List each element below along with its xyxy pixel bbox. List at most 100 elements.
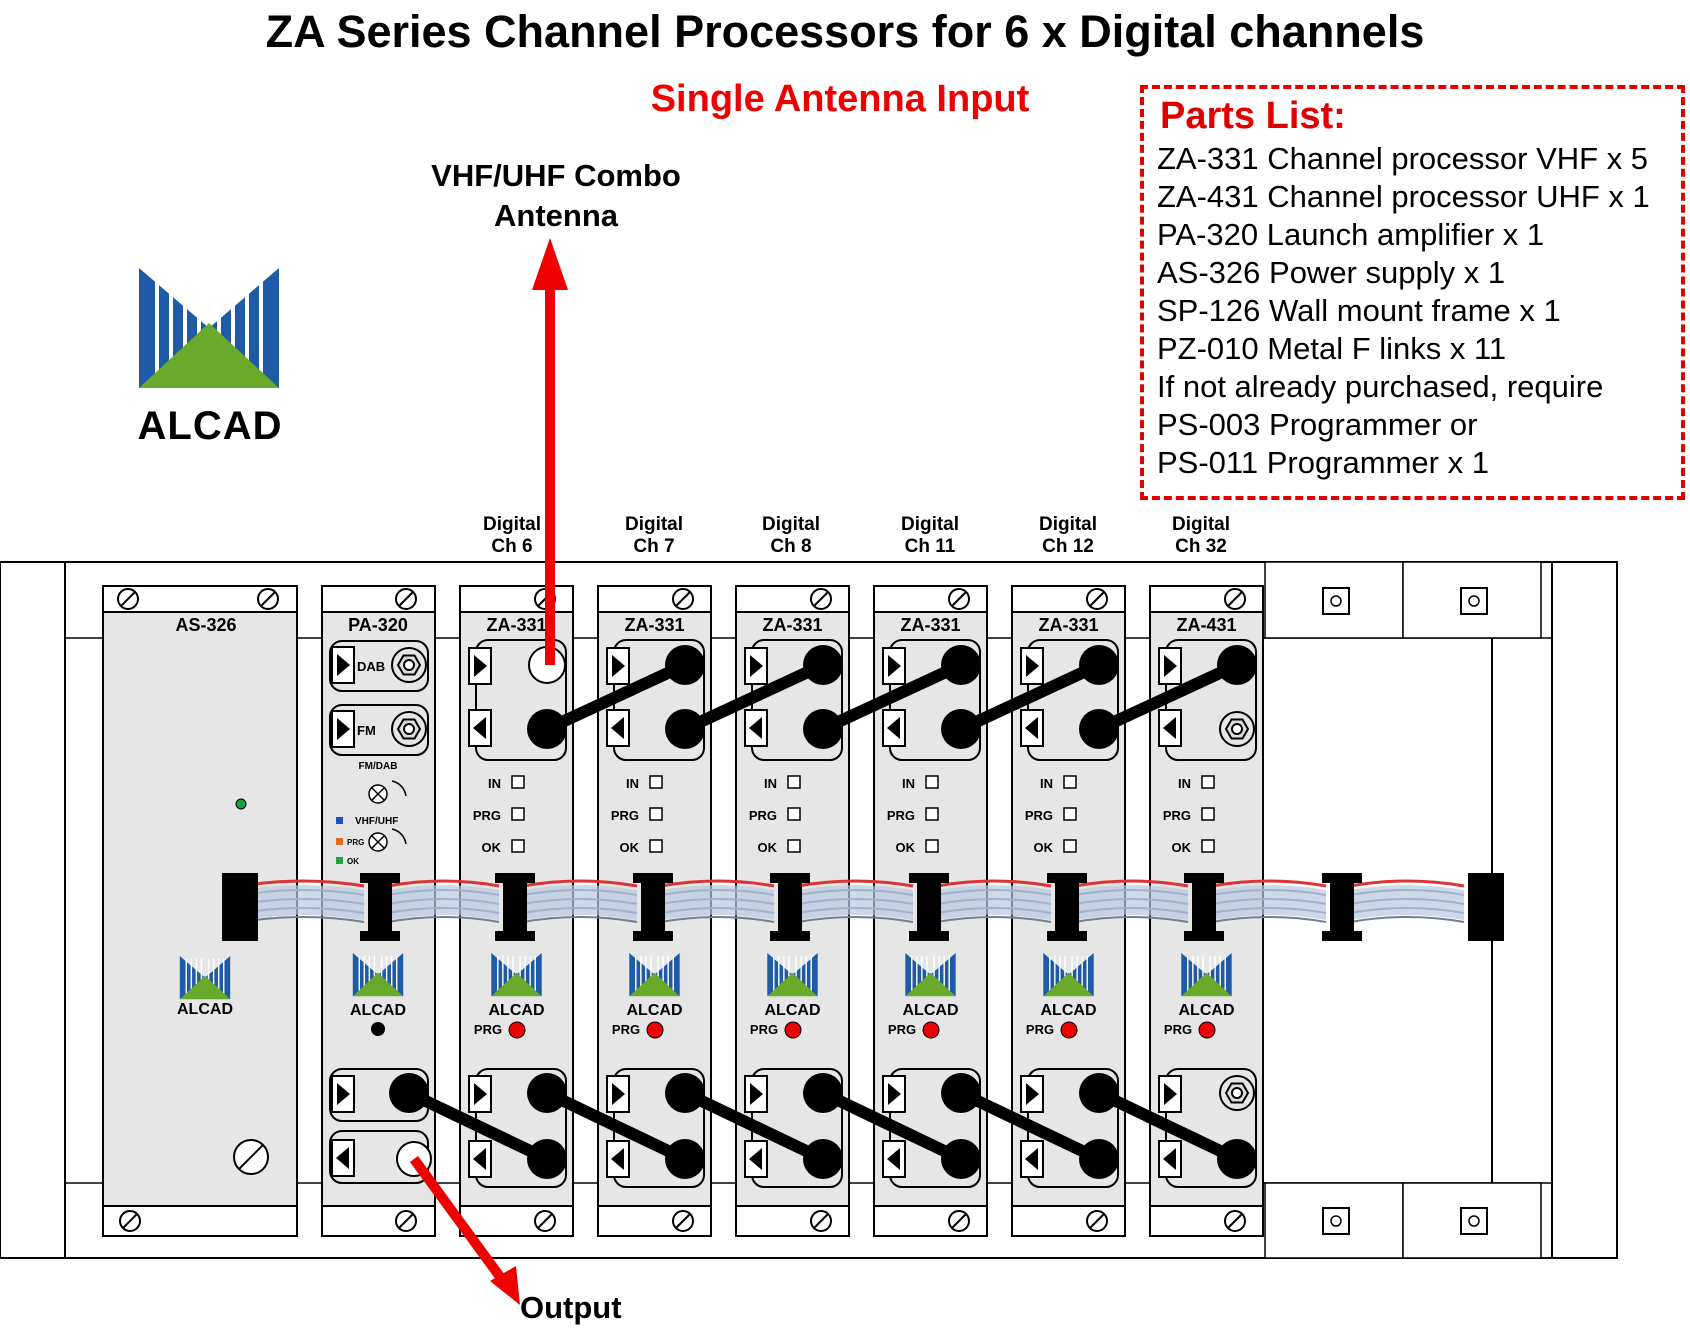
ribbon-band	[242, 885, 364, 920]
f-connector-icon-pin	[403, 659, 415, 671]
ribbon-wire	[660, 879, 775, 888]
input-arrow-icon-arrow	[612, 1083, 625, 1105]
screw-icon-slot	[122, 1213, 138, 1229]
channel-label-line: Ch 7	[633, 536, 675, 557]
input-arrow-icon-arrow	[337, 1083, 350, 1105]
prg-led	[1198, 1021, 1216, 1039]
ribbon-band	[661, 885, 774, 920]
screw-icon-slot	[813, 591, 829, 607]
input-arrow-icon-arrow	[1026, 1083, 1039, 1105]
channel-label-line: Ch 11	[904, 536, 956, 557]
prg-label: PRG	[1026, 1022, 1054, 1037]
ribbon-wire	[936, 916, 1052, 923]
status-label: OK	[482, 840, 502, 855]
channel-label-line: Ch 12	[1042, 536, 1094, 557]
f-link-plug	[803, 709, 843, 749]
output-arrow-icon-arrow	[611, 1148, 624, 1170]
processor-model: ZA-431	[1176, 615, 1236, 635]
processor-model: ZA-331	[486, 615, 546, 635]
status-indicator	[1063, 775, 1077, 789]
subtitle: Single Antenna Input	[650, 78, 1030, 120]
ribbon-connector	[1330, 873, 1354, 941]
status-label: PRG	[887, 808, 915, 823]
parts-list-heading: Parts List:	[1160, 95, 1346, 137]
f-link-plug	[527, 709, 567, 749]
input-arrow-icon-arrow	[1026, 655, 1039, 677]
processor-bottom-plate	[735, 1205, 850, 1237]
amplifier-led-label: PRG	[347, 838, 364, 847]
processor-bottom-plate	[1149, 1205, 1264, 1237]
ribbon-wire	[797, 916, 914, 923]
processor-logo	[1181, 953, 1232, 997]
ribbon-wire	[522, 916, 638, 923]
ribbon-connector-lip	[360, 931, 400, 941]
f-link-cable	[679, 659, 829, 735]
led-blue	[336, 817, 343, 824]
fuse-icon-slot	[238, 1144, 264, 1170]
ribbon-wire	[660, 916, 775, 923]
mount-hole-center	[1468, 1215, 1480, 1227]
channel-label-ch12: Digital Ch 12	[1008, 514, 1128, 558]
status-indicator	[787, 807, 801, 821]
f-link-plug	[803, 1073, 843, 1113]
ribbon-wire	[522, 879, 638, 888]
processor-bottom-plate	[459, 1205, 574, 1237]
f-link-cable	[679, 1087, 829, 1165]
f-link-plug	[665, 645, 705, 685]
parts-list-item: ZA-431 Channel processor UHF x 1	[1157, 179, 1650, 214]
mount-hole-center	[1330, 1215, 1342, 1227]
parts-list-item: AS-326 Power supply x 1	[1157, 255, 1506, 290]
status-label: IN	[1178, 776, 1191, 791]
amplifier-top-plate	[321, 585, 436, 613]
ribbon-connector	[222, 873, 258, 941]
ribbon-connector-lip	[1184, 873, 1224, 883]
status-label: PRG	[473, 808, 501, 823]
brand-logo-text: ALCAD	[137, 404, 283, 448]
power-supply-logo-green	[179, 975, 231, 1000]
amplifier-led	[336, 838, 343, 845]
antenna-label: VHF/UHF Combo Antenna	[400, 156, 712, 236]
f-link-plug	[527, 1073, 567, 1113]
screw-icon-slot	[398, 1213, 414, 1229]
status-indicator	[649, 775, 663, 789]
status-indicator	[1201, 775, 1215, 789]
mount-hole-center	[1330, 595, 1342, 607]
status-indicator	[925, 807, 939, 821]
output-arrow-icon-arrow	[473, 717, 486, 739]
ribbon-connector-lip	[1184, 931, 1224, 941]
parts-list-item: PS-011 Programmer x 1	[1157, 445, 1489, 480]
processor-logo-green	[491, 972, 542, 997]
prg-label: PRG	[1164, 1022, 1192, 1037]
ribbon-connector	[1192, 873, 1216, 941]
processor-top-plate	[1011, 585, 1126, 613]
processor-logo-text: ALCAD	[1179, 1002, 1235, 1019]
ribbon-wire	[387, 879, 500, 888]
f-link-plug	[941, 645, 981, 685]
status-label: PRG	[1025, 808, 1053, 823]
ribbon-connector-lip	[770, 873, 810, 883]
f-link-cable	[955, 1087, 1105, 1165]
amplifier-led-label: OK	[347, 857, 359, 866]
screw-icon-slot	[260, 591, 276, 607]
ribbon-connector	[641, 873, 665, 941]
screw-icon-slot	[1227, 591, 1243, 607]
f-link-plug	[1079, 1139, 1119, 1179]
status-indicator	[1063, 807, 1077, 821]
ribbon-connector	[1468, 873, 1504, 941]
ribbon-connector	[917, 873, 941, 941]
output-arrow-icon-arrow	[887, 717, 900, 739]
f-link-cable	[1093, 659, 1243, 735]
channel-label-ch32: Digital Ch 32	[1141, 514, 1261, 558]
output-arrow-icon-arrow	[473, 1148, 486, 1170]
ribbon-wire	[1211, 879, 1327, 888]
ribbon-wire	[1349, 879, 1465, 888]
f-link-plug	[1079, 1073, 1119, 1113]
screw-icon-slot	[951, 591, 967, 607]
ribbon-band	[1350, 885, 1464, 920]
adjust-knob-mark	[371, 835, 385, 849]
channel-label-line: Digital	[1038, 514, 1098, 535]
screw-icon-slot	[1089, 1213, 1105, 1229]
screw-icon-slot	[537, 1213, 553, 1229]
f-link-plug	[389, 1073, 429, 1113]
processor-logo-green	[629, 972, 680, 997]
